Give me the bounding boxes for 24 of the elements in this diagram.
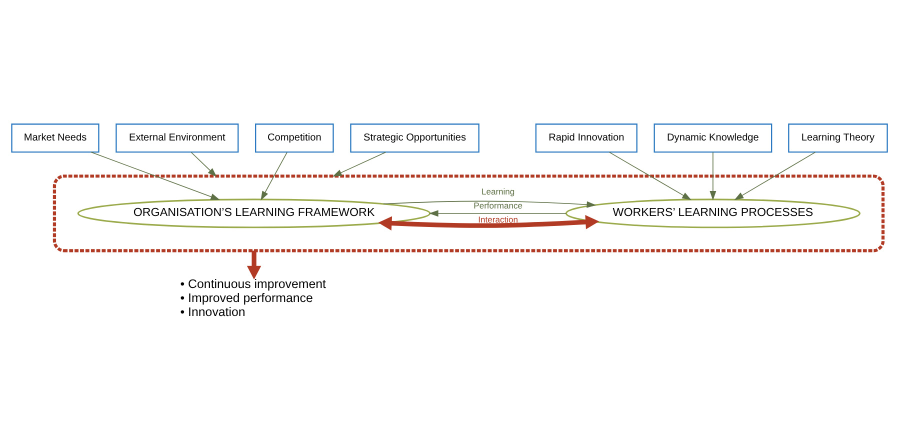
arrow: [90, 151, 220, 200]
cluster: [52, 174, 885, 252]
arrow: [710, 152, 716, 200]
edge-label: Performance: [474, 200, 522, 210]
node-box: Rapid Innovation: [535, 123, 638, 152]
arrow: [190, 152, 217, 176]
arrow: [734, 151, 816, 200]
arrow: [260, 152, 288, 200]
node-text: • Continuous improvement • Improved performance • Innovation: [180, 276, 326, 318]
edge-label: Interaction: [478, 214, 518, 224]
node-box: Strategic Opportunities: [350, 123, 480, 152]
node-box: Competition: [255, 123, 334, 152]
node-ellipse: ORGANISATION’S LEARNING FRAMEWORK: [77, 198, 431, 228]
arrow: [429, 210, 566, 216]
node-box: External Environment: [116, 123, 239, 152]
node-box: Market Needs: [11, 123, 100, 152]
arrow: [383, 200, 596, 208]
node-box: Learning Theory: [788, 123, 888, 152]
edge-label: Learning: [481, 186, 515, 196]
arrow: [378, 214, 600, 230]
arrow: [246, 250, 262, 279]
arrow: [608, 151, 692, 200]
node-box: Dynamic Knowledge: [654, 123, 772, 152]
arrow: [332, 151, 386, 176]
